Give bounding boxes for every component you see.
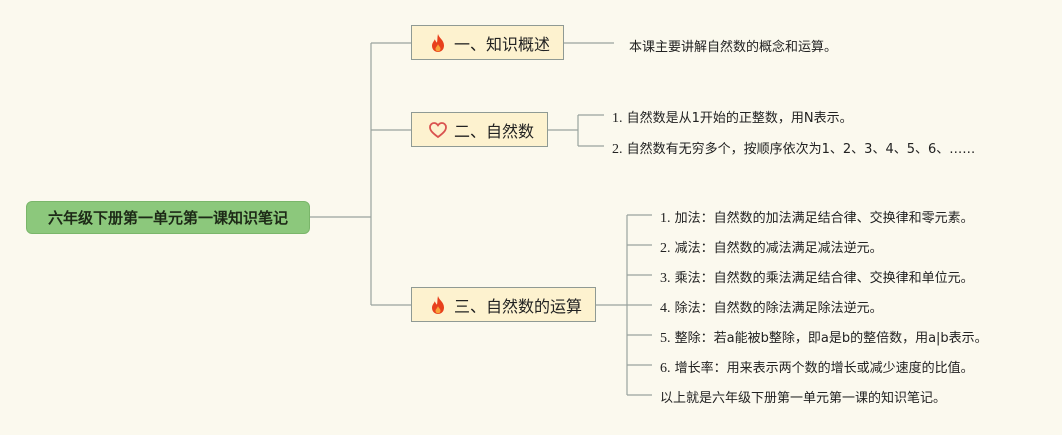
item-number: 2. [660,241,671,256]
leaf-text: 自然数是从1开始的正整数，用N表示。 [626,111,853,126]
fire-icon [428,295,448,315]
list-item: 以上就是六年级下册第一单元第一课的知识笔记。 [660,387,946,406]
leaf-text: 自然数有无穷多个，按顺序依次为1、2、3、4、5、6、…… [626,142,976,157]
branch-label: 三、自然数的运算 [454,296,583,316]
heart-outline-icon [428,120,448,140]
list-item: 2. 减法：自然数的减法满足减法逆元。 [660,237,883,257]
leaf-text: 整除：若a能被b整除，即a是b的整倍数，用a|b表示。 [674,331,988,346]
item-number: 2. [612,142,623,157]
list-item: 1. 自然数是从1开始的正整数，用N表示。 [612,107,853,127]
leaf-text: 加法：自然数的加法满足结合律、交换律和零元素。 [674,211,974,226]
fire-icon [428,33,448,53]
leaf-text: 乘法：自然数的乘法满足结合律、交换律和单位元。 [674,271,974,286]
root-node[interactable]: 六年级下册第一单元第一课知识笔记 [26,201,310,234]
list-item: 6. 增长率：用来表示两个数的增长或减少速度的比值。 [660,357,974,377]
branch-node-overview[interactable]: 一、知识概述 [411,25,564,60]
leaf-text: 除法：自然数的除法满足除法逆元。 [674,301,883,316]
item-number: 3. [660,271,671,286]
root-title: 六年级下册第一单元第一课知识笔记 [47,209,288,227]
leaf-text: 减法：自然数的减法满足减法逆元。 [674,241,883,256]
list-item: 2. 自然数有无穷多个，按顺序依次为1、2、3、4、5、6、…… [612,138,975,158]
leaf-text: 增长率：用来表示两个数的增长或减少速度的比值。 [674,361,974,376]
leaf-text: 以上就是六年级下册第一单元第一课的知识笔记。 [660,391,947,406]
item-number: 1. [660,211,671,226]
branch-label: 一、知识概述 [454,34,551,54]
list-item: 4. 除法：自然数的除法满足除法逆元。 [660,297,883,317]
list-item: 1. 加法：自然数的加法满足结合律、交换律和零元素。 [660,207,974,227]
list-item: 5. 整除：若a能被b整除，即a是b的整倍数，用a|b表示。 [660,327,988,347]
list-item: 本课主要讲解自然数的概念和运算。 [629,36,837,55]
item-number: 5. [660,331,671,346]
branch-node-operations[interactable]: 三、自然数的运算 [411,287,596,322]
item-number: 6. [660,361,671,376]
item-number: 1. [612,111,623,126]
item-number: 4. [660,301,671,316]
leaf-text: 本课主要讲解自然数的概念和运算。 [629,40,838,55]
branch-node-natural-numbers[interactable]: 二、自然数 [411,112,548,147]
branch-label: 二、自然数 [454,121,535,141]
list-item: 3. 乘法：自然数的乘法满足结合律、交换律和单位元。 [660,267,974,287]
